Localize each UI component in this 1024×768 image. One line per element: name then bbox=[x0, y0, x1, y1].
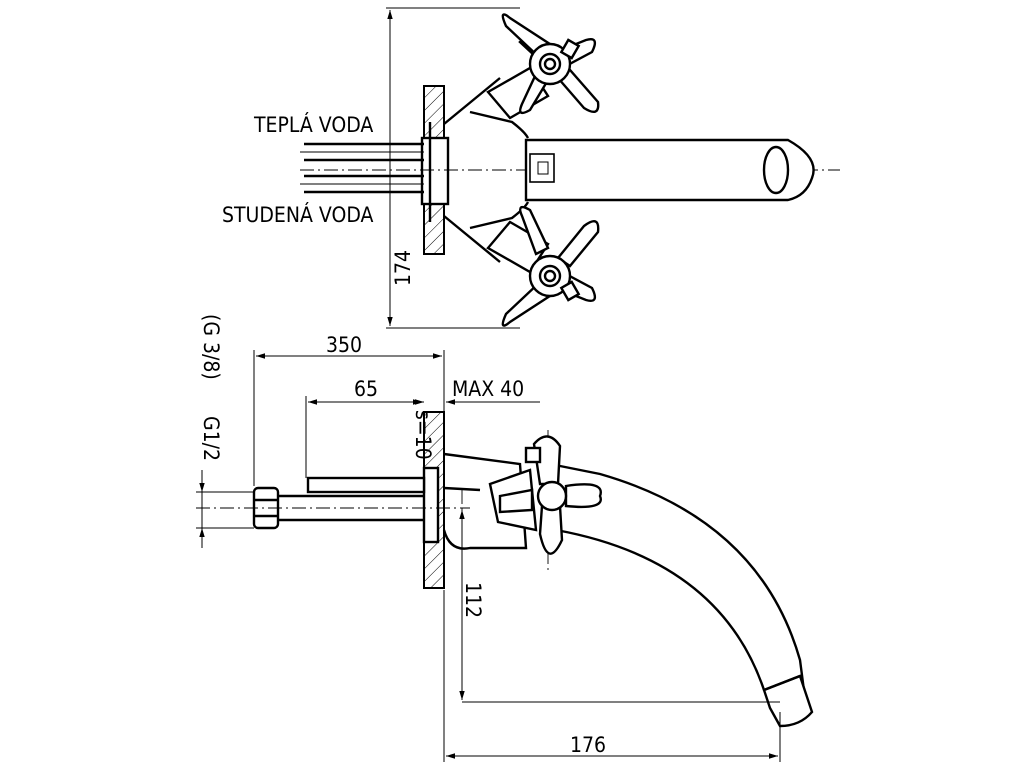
dimension-174 bbox=[386, 7, 520, 329]
dim-text-112: 112 bbox=[461, 582, 485, 618]
dimension-350 bbox=[253, 350, 445, 486]
label-cold-water: STUDENÁ VODA bbox=[222, 202, 373, 227]
cold-handle-top bbox=[486, 205, 600, 327]
spout-side bbox=[539, 460, 808, 707]
top-view bbox=[300, 7, 840, 329]
dimension-176 bbox=[443, 590, 781, 762]
dim-text-max40: MAX 40 bbox=[452, 377, 524, 401]
dimension-threads bbox=[196, 470, 254, 548]
label-hot-water: TEPLÁ VODA bbox=[253, 112, 373, 137]
dim-text-174: 174 bbox=[391, 250, 415, 286]
rosette-side bbox=[422, 466, 440, 544]
dim-text-thread-small: (G 3/8) bbox=[199, 314, 223, 380]
dim-text-350: 350 bbox=[326, 333, 362, 357]
rosette-top bbox=[420, 136, 450, 206]
spout-top bbox=[524, 138, 815, 202]
side-view bbox=[196, 350, 814, 762]
hot-handle-top bbox=[486, 13, 600, 120]
dim-text-thread-large: G1/2 bbox=[199, 416, 223, 461]
dim-text-65: 65 bbox=[354, 377, 378, 401]
dimension-65 bbox=[305, 396, 422, 478]
dim-text-176: 176 bbox=[570, 733, 606, 757]
supply-pipes-top bbox=[300, 142, 424, 194]
dim-text-wall: s=10 bbox=[411, 410, 435, 460]
handle-side bbox=[488, 435, 602, 555]
dimension-112 bbox=[459, 510, 780, 703]
